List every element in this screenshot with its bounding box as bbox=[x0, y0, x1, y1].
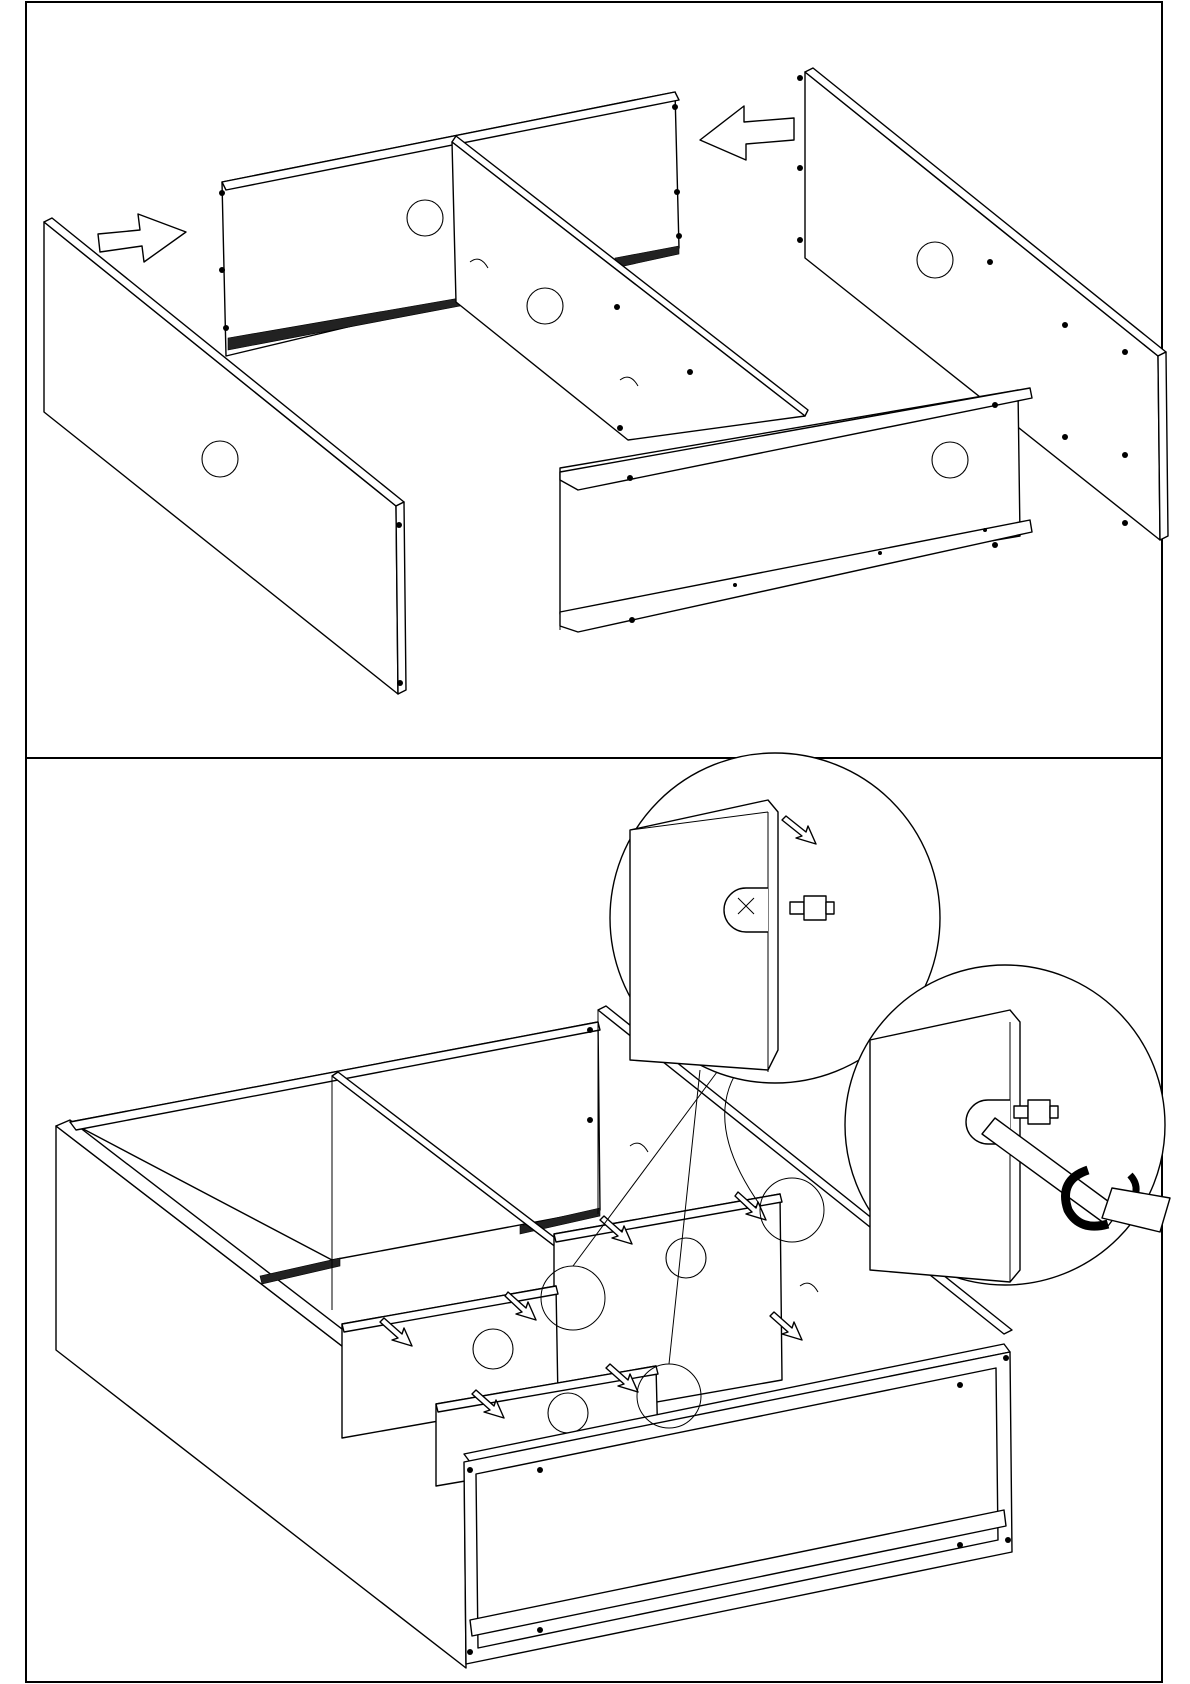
handle-hole bbox=[473, 1329, 513, 1369]
handle-hole bbox=[202, 441, 238, 477]
handle-hole bbox=[917, 242, 953, 278]
handle-hole bbox=[548, 1393, 588, 1433]
handle-hole bbox=[407, 200, 443, 236]
handle-hole bbox=[527, 288, 563, 324]
handle-hole bbox=[932, 442, 968, 478]
push-arrow-icon bbox=[98, 214, 186, 262]
push-arrow-icon bbox=[700, 106, 794, 160]
panel-step-a bbox=[44, 68, 1168, 694]
panel-step-b bbox=[56, 753, 1170, 1668]
detail-view-tighten bbox=[845, 965, 1170, 1285]
handle-hole bbox=[666, 1238, 706, 1278]
cam-lock-icon bbox=[724, 888, 768, 932]
